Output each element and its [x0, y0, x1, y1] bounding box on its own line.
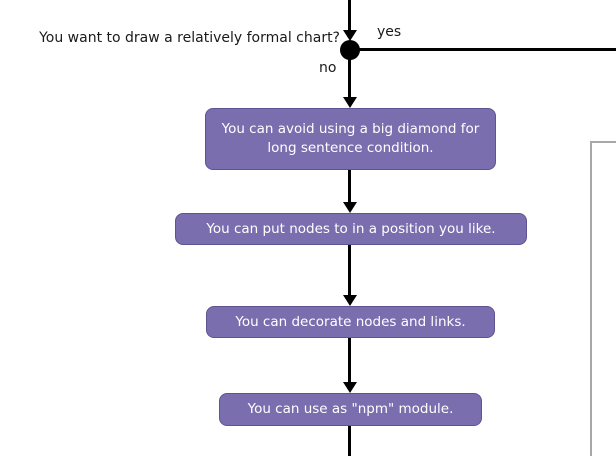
connector-line-top — [348, 0, 351, 32]
arrowhead-down-icon — [343, 382, 357, 393]
side-panel-border — [590, 141, 616, 456]
flow-node-decorate: You can decorate nodes and links. — [206, 306, 495, 338]
connector-line — [348, 59, 351, 98]
connector-line — [348, 170, 351, 203]
connector-line-bottom — [348, 426, 351, 456]
arrowhead-down-icon — [343, 97, 357, 108]
yes-branch-label: yes — [377, 24, 402, 40]
connector-line — [348, 245, 351, 296]
arrowhead-down-icon — [343, 295, 357, 306]
arrowhead-down-icon — [343, 202, 357, 213]
flow-node-avoid-diamond: You can avoid using a big diamond for lo… — [205, 108, 496, 170]
flow-node-npm-module: You can use as "npm" module. — [219, 393, 482, 426]
yes-branch-line — [350, 48, 616, 51]
arrowhead-down-icon — [343, 30, 357, 41]
decision-question-label: You want to draw a relatively formal cha… — [39, 30, 340, 46]
flow-node-position-nodes: You can put nodes to in a position you l… — [175, 213, 527, 245]
no-branch-label: no — [319, 60, 337, 76]
connector-line — [348, 338, 351, 383]
